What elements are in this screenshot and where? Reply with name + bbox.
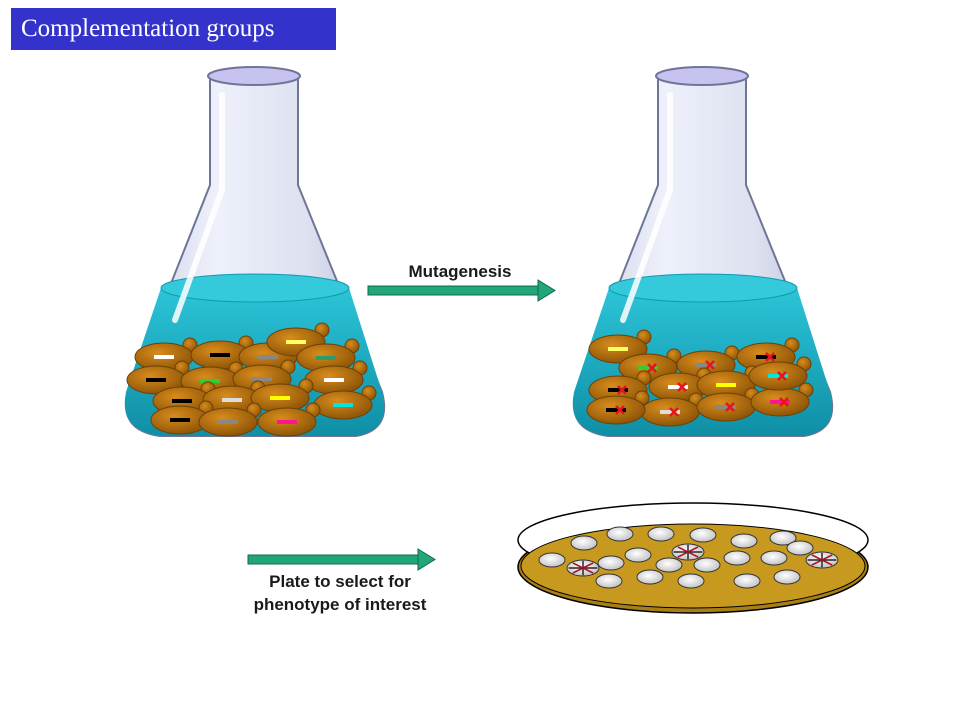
mutation-x-icon	[777, 371, 787, 381]
mutation-x-icon	[615, 405, 625, 415]
mutagenesis-label: Mutagenesis	[408, 262, 512, 281]
left-cell	[198, 402, 262, 437]
colony	[786, 540, 814, 556]
left-gene-marker	[154, 355, 174, 359]
left-gene-marker	[210, 353, 230, 357]
left-gene-marker	[277, 420, 297, 424]
mutation-x-icon	[725, 402, 735, 412]
plate-arrow	[247, 548, 436, 571]
right-cell	[750, 382, 814, 417]
left-cell	[313, 385, 377, 420]
right-gene-marker	[608, 388, 628, 392]
mutagenesis-arrow	[367, 279, 556, 302]
left-gene-marker	[333, 403, 353, 407]
colony	[655, 557, 683, 573]
colony	[773, 569, 801, 585]
petri-plate	[517, 502, 869, 614]
mutation-x-icon	[617, 385, 627, 395]
colony	[693, 557, 721, 573]
right-gene-marker	[638, 366, 658, 370]
right-gene-marker	[606, 408, 626, 412]
colony	[760, 550, 788, 566]
colony	[538, 552, 566, 568]
left-gene-marker	[316, 356, 336, 360]
flask-right-highlight	[620, 92, 673, 323]
mutant-colony	[805, 551, 839, 569]
flask-left-rim	[207, 66, 301, 86]
colony	[733, 573, 761, 589]
right-gene-marker	[668, 385, 688, 389]
left-gene-marker	[252, 377, 272, 381]
left-cell	[257, 402, 321, 437]
left-gene-marker	[270, 396, 290, 400]
slide-title: Complementation groups	[11, 8, 336, 50]
plate-label: Plate to select for phenotype of interes…	[220, 570, 460, 616]
colony	[730, 533, 758, 549]
mutant-colony	[671, 543, 705, 561]
colony	[689, 527, 717, 543]
right-gene-marker	[660, 410, 680, 414]
right-gene-marker	[768, 374, 788, 378]
mutation-x-icon	[647, 363, 657, 373]
left-gene-marker	[286, 340, 306, 344]
plate-colonies	[538, 526, 839, 589]
right-gene-marker	[716, 383, 736, 387]
colony	[769, 530, 797, 546]
colony	[570, 535, 598, 551]
right-cell	[586, 390, 650, 425]
flask-left-liquid-surface	[160, 273, 350, 303]
mutation-x-icon	[779, 397, 789, 407]
left-gene-marker	[170, 418, 190, 422]
right-gene-marker	[716, 405, 736, 409]
right-gene-marker	[608, 347, 628, 351]
colony	[595, 573, 623, 589]
flask-right-rim	[655, 66, 749, 86]
colony	[636, 569, 664, 585]
left-gene-marker	[258, 355, 278, 359]
left-gene-marker	[200, 379, 220, 383]
colony	[624, 547, 652, 563]
plate-label-line2: phenotype of interest	[253, 595, 427, 614]
flask-right	[572, 66, 834, 437]
flask-right-liquid-surface	[608, 273, 798, 303]
left-gene-marker	[146, 378, 166, 382]
mutant-colony	[566, 559, 600, 577]
flask-left-highlight	[172, 92, 225, 323]
colony	[723, 550, 751, 566]
right-gene-marker	[756, 355, 776, 359]
mutation-x-icon	[705, 360, 715, 370]
flask-left	[124, 66, 386, 437]
colony	[606, 526, 634, 542]
flask-left-cells	[126, 322, 377, 437]
plate-label-line1: Plate to select for	[269, 572, 411, 591]
mutation-x-icon	[669, 407, 679, 417]
colony	[647, 526, 675, 542]
colony	[677, 573, 705, 589]
right-gene-marker	[696, 363, 716, 367]
right-gene-marker	[770, 400, 790, 404]
flask-right-cells	[586, 329, 814, 427]
mutation-x-icon	[765, 352, 775, 362]
left-gene-marker	[222, 398, 242, 402]
colony	[597, 555, 625, 571]
left-gene-marker	[218, 420, 238, 424]
left-cell	[250, 378, 314, 413]
left-gene-marker	[324, 378, 344, 382]
left-gene-marker	[172, 399, 192, 403]
right-cell	[748, 356, 812, 391]
mutation-x-icon	[677, 382, 687, 392]
